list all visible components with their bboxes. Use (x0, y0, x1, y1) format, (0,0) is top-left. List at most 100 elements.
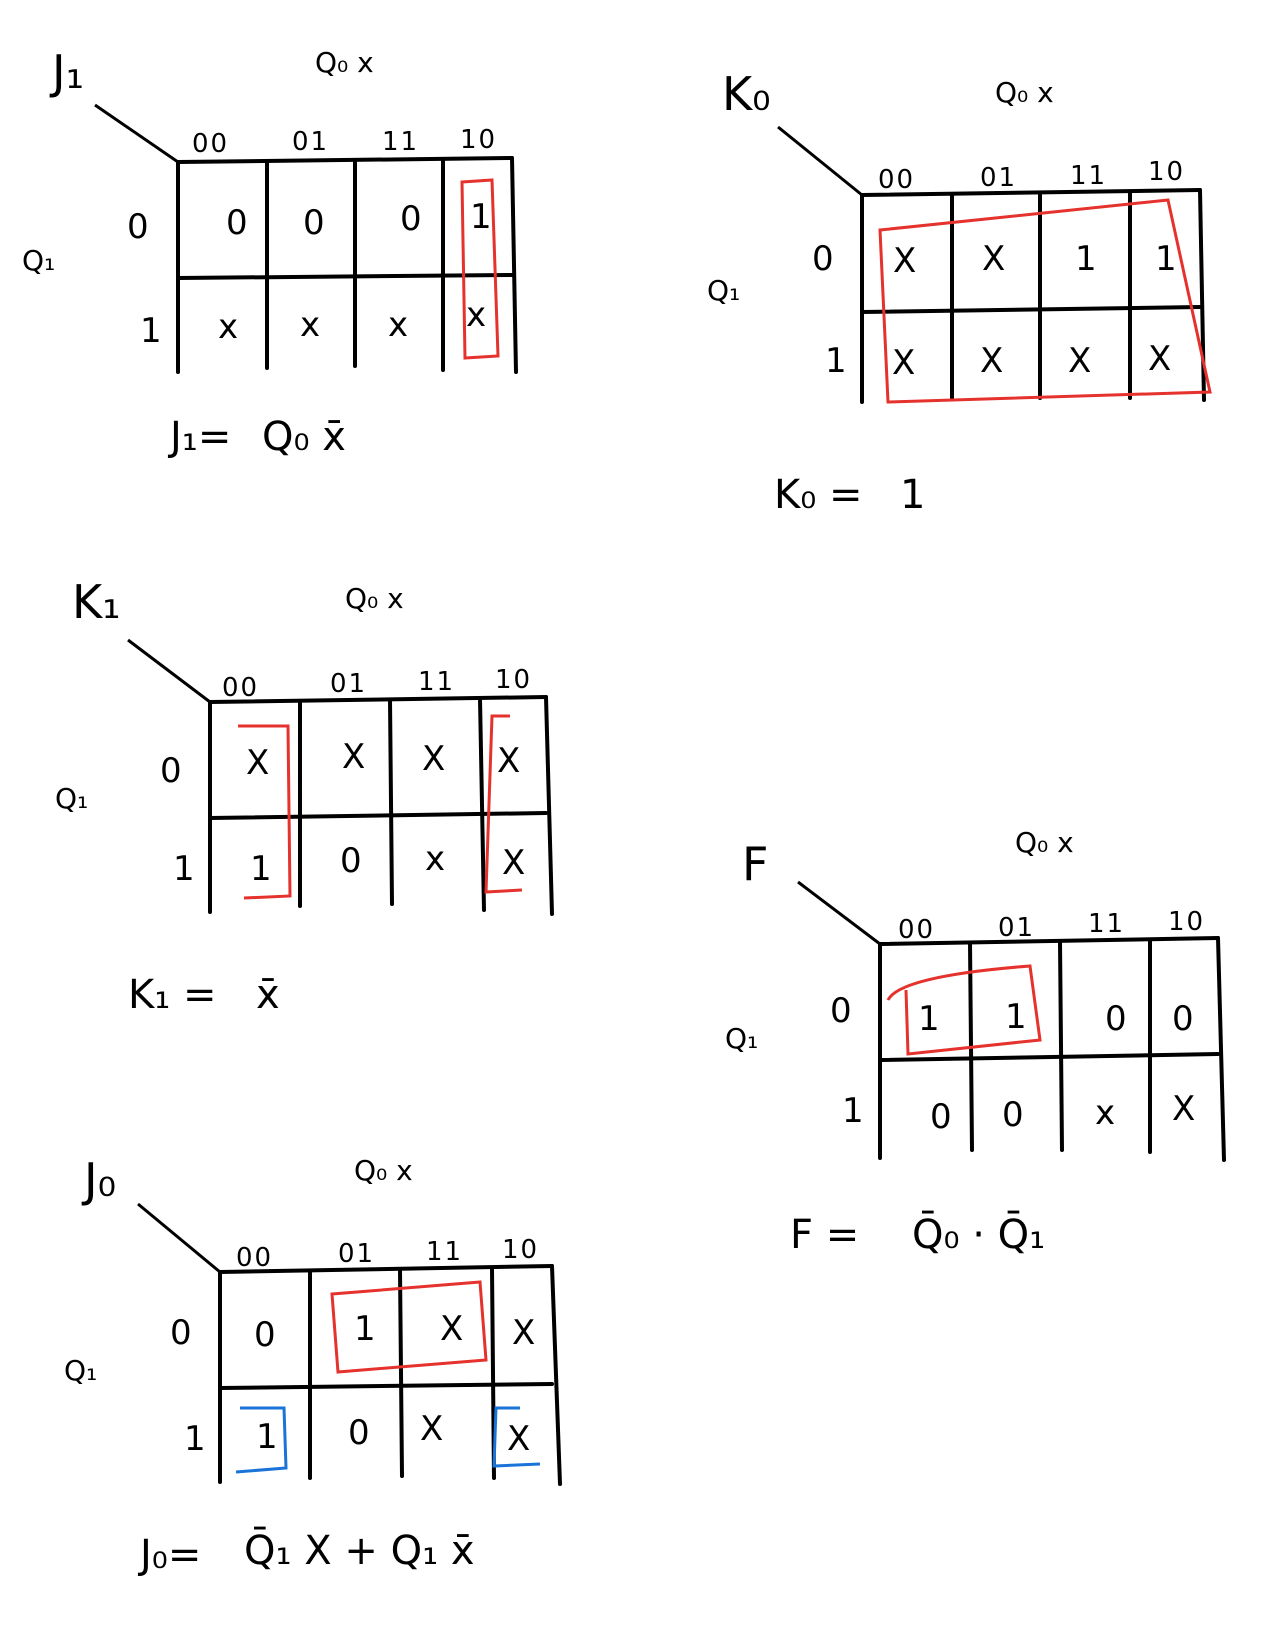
kmap-k1-col-header-01: 01 (330, 669, 367, 699)
kmap-k1-col-header-10: 10 (495, 665, 532, 695)
kmap-j1-cell-0-01: 0 (303, 203, 325, 243)
kmap-j0-cell-1-01: 0 (348, 1413, 370, 1453)
kmap-k1-group-red-left (238, 724, 292, 900)
kmap-j0-cell-0-01: 1 (354, 1309, 376, 1349)
kmap-j1-cell-1-11: x (388, 305, 408, 345)
kmap-k1-cell-1-00: 1 (250, 849, 272, 889)
kmap-j1-col-header-10: 10 (460, 125, 497, 155)
kmap-f-cell-0-00: 1 (918, 999, 940, 1039)
kmap-f-cell-0-01: 1 (1005, 997, 1027, 1037)
kmap-j0-name: J₀ (81, 1153, 116, 1207)
kmap-j1-col-var: Q₀ x (315, 46, 374, 79)
kmap-f-cell-1-00: 0 (930, 1097, 952, 1137)
kmap-j0-cell-0-00: 0 (254, 1315, 276, 1355)
kmap-k0-diagonal (777, 125, 863, 197)
kmap-j0-group-red (330, 1280, 488, 1374)
kmap-j0-group-blue-left (235, 1406, 288, 1474)
kmap-k0-col-header-10: 10 (1148, 157, 1185, 187)
kmap-k0-result-lhs: K₀ = (774, 472, 863, 518)
kmap-k0-col-var: Q₀ x (995, 76, 1054, 109)
kmap-j1-cell-0-00: 0 (226, 203, 248, 243)
kmap-j0-cell-0-10: X (512, 1313, 535, 1353)
kmap-k0-cell-0-01: X (982, 239, 1005, 279)
kmap-j0-col-header-00: 00 (236, 1243, 273, 1273)
kmap-f-result-rhs: Q̄₀ · Q̄₁ (912, 1210, 1045, 1258)
kmap-k1-cell-0-01: X (342, 737, 365, 777)
kmap-j1-col-header-00: 00 (192, 129, 229, 159)
kmap-k1: K₁ Q₀ x Q₁ 00 01 11 10 0 1 X X X X 1 0 x… (55, 575, 554, 1018)
kmap-k0-cell-1-10: X (1148, 339, 1171, 379)
kmap-f-col-var: Q₀ x (1015, 826, 1074, 859)
kmap-j1-group-red (460, 178, 500, 360)
kmap-k1-cell-0-00: X (246, 743, 269, 783)
kmap-k0-cell-0-10: 1 (1155, 239, 1177, 279)
kmap-j1-col-header-01: 01 (292, 127, 329, 157)
kmap-j1-cell-1-10: x (466, 295, 486, 335)
kmap-f-col-header-10: 10 (1168, 907, 1205, 937)
kmap-k1-diagonal (127, 638, 211, 704)
kmap-k0: K₀ Q₀ x Q₁ 00 01 11 10 0 1 X X 1 1 X X X… (707, 67, 1212, 518)
kmap-f-group-red (886, 964, 1042, 1056)
kmap-j1-row-header-0: 0 (127, 207, 149, 247)
kmap-j1-col-header-11: 11 (382, 127, 419, 157)
kmap-k0-cell-1-00: X (892, 343, 915, 383)
kmap-j0-group-blue-right (492, 1406, 541, 1468)
kmap-k1-col-header-11: 11 (418, 667, 455, 697)
kmap-f-col-header-01: 01 (998, 913, 1035, 943)
kmap-k1-name: K₁ (72, 575, 121, 629)
kmap-j0-row-var: Q₁ (64, 1354, 97, 1387)
kmap-j1-cell-0-10: 1 (470, 197, 492, 237)
kmap-f-result-lhs: F = (790, 1212, 859, 1258)
kmap-j1-grid (176, 156, 518, 374)
kmap-j1-cell-1-01: x (300, 305, 320, 345)
kmap-f-cell-1-10: X (1172, 1089, 1195, 1129)
kmap-j1-cell-1-00: x (218, 307, 238, 347)
kmap-j1-row-header-1: 1 (140, 311, 162, 351)
kmap-k0-name: K₀ (722, 67, 771, 121)
kmap-k0-col-header-00: 00 (878, 165, 915, 195)
kmap-j1-result-lhs: J₁= (167, 414, 231, 460)
kmap-k0-row-header-1: 1 (825, 341, 847, 381)
kmap-k1-cell-1-01: 0 (340, 841, 362, 881)
kmap-j0-col-header-01: 01 (338, 1239, 375, 1269)
kmap-j0-col-header-10: 10 (502, 1235, 539, 1265)
kmap-f-name: F (742, 837, 768, 891)
kmap-j0-row-header-1: 1 (184, 1419, 206, 1459)
kmap-k1-row-header-1: 1 (173, 849, 195, 889)
kmap-j0-cell-0-11: X (440, 1309, 463, 1349)
kmap-k0-row-var: Q₁ (707, 274, 740, 307)
kmap-k1-result-rhs: x̄ (256, 972, 280, 1018)
kmap-j0-cell-1-11: X (420, 1409, 443, 1449)
kmap-k1-cell-0-11: X (422, 739, 445, 779)
kmap-k0-col-header-11: 11 (1070, 161, 1107, 191)
kmap-j0-diagonal (137, 1202, 221, 1274)
kmap-f-row-var: Q₁ (725, 1022, 758, 1055)
kmap-k0-cell-0-11: 1 (1075, 239, 1097, 279)
kmap-k0-col-header-01: 01 (980, 163, 1017, 193)
kmap-f-grid (878, 936, 1226, 1162)
kmap-f-row-header-0: 0 (830, 991, 852, 1031)
kmap-k1-row-header-0: 0 (160, 751, 182, 791)
kmap-j1-cell-0-11: 0 (400, 199, 422, 239)
kmap-j1-row-var: Q₁ (22, 244, 55, 277)
kmap-k1-col-header-00: 00 (222, 673, 259, 703)
kmap-f-col-header-11: 11 (1088, 909, 1125, 939)
kmap-k1-row-var: Q₁ (55, 782, 88, 815)
kmap-f-cell-1-11: x (1095, 1093, 1115, 1133)
kmap-j0: J₀ Q₀ x Q₁ 00 01 11 10 0 1 0 1 X X 1 0 X… (64, 1153, 562, 1578)
kmap-j0-row-header-0: 0 (170, 1313, 192, 1353)
kmap-f-row-header-1: 1 (842, 1091, 864, 1131)
kmap-f-cell-1-01: 0 (1002, 1095, 1024, 1135)
kmap-j0-result-rhs: Q̄₁ X + Q₁ x̄ (244, 1526, 475, 1574)
kmap-f-col-header-00: 00 (898, 915, 935, 945)
kmap-j1-result-rhs: Q₀ x̄ (262, 414, 346, 460)
kmap-k1-cell-1-11: x (425, 839, 445, 879)
kmap-k1-cell-1-10: X (502, 843, 525, 883)
kmap-k0-group-red (878, 198, 1212, 404)
kmap-k1-result-lhs: K₁ = (128, 972, 217, 1018)
kmap-k1-col-var: Q₀ x (345, 582, 404, 615)
kmap-f: F Q₀ x Q₁ 00 01 11 10 0 1 1 1 0 0 0 0 x … (725, 826, 1226, 1258)
kmap-k0-result-rhs: 1 (900, 472, 925, 518)
